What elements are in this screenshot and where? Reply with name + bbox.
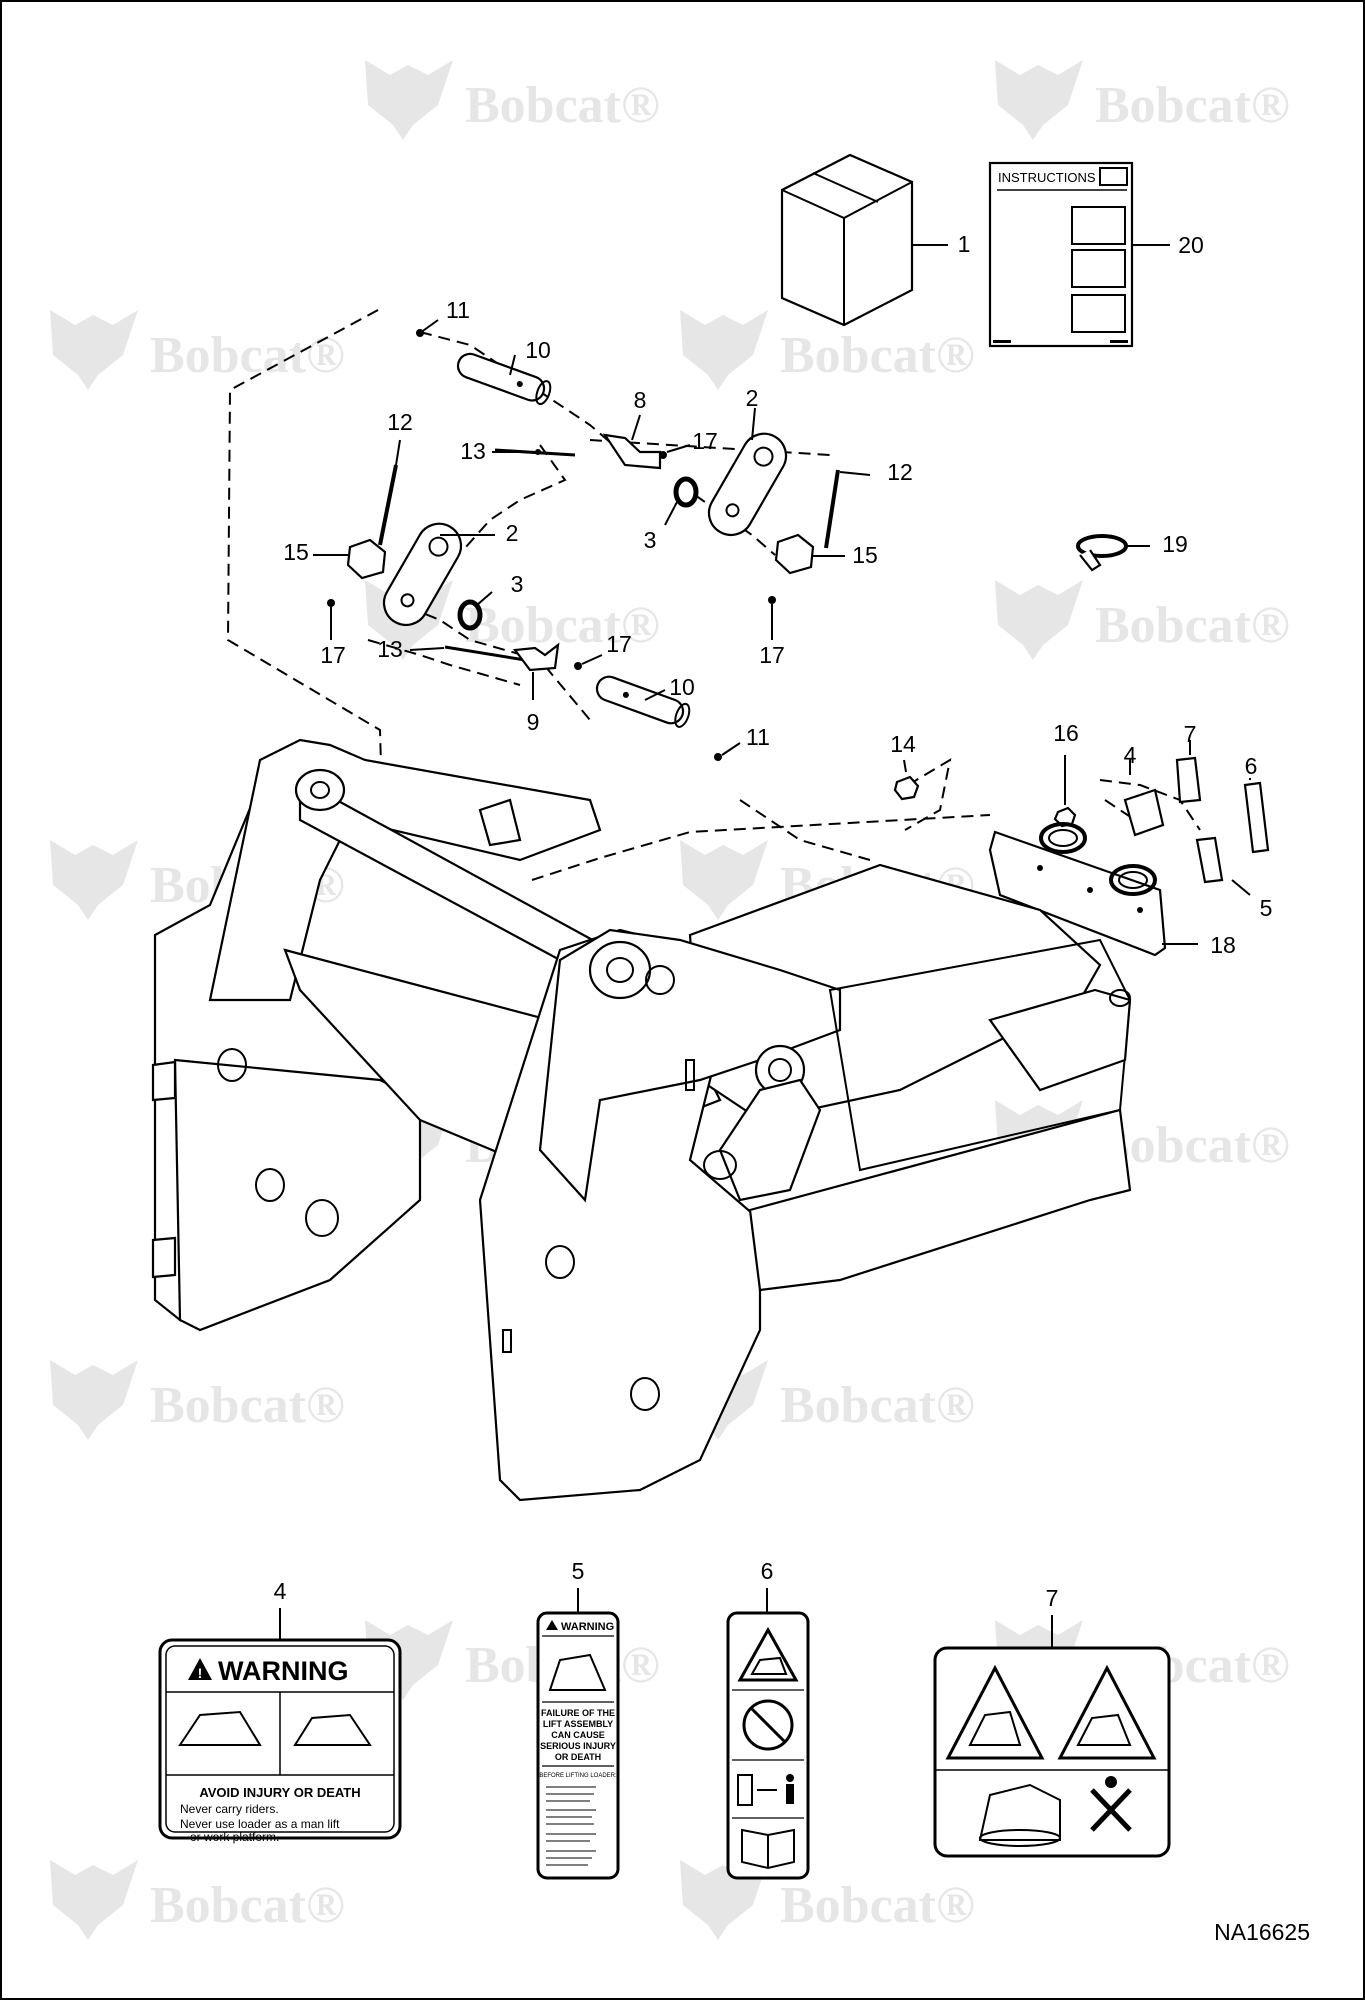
decal-5-line: OR DEATH xyxy=(555,1752,601,1762)
callout-labels: 1 20 11 10 8 17 2 12 13 12 15 2 3 3 15 1… xyxy=(283,231,1272,958)
decal-5-callout: 5 xyxy=(572,1558,585,1584)
decal-5-title: WARNING xyxy=(561,1621,614,1633)
callout-10: 10 xyxy=(669,674,695,700)
callout-17: 17 xyxy=(606,631,632,657)
callout-1: 1 xyxy=(958,231,971,257)
callout-9: 9 xyxy=(527,709,540,735)
callout-18: 18 xyxy=(1210,932,1236,958)
callout-17: 17 xyxy=(759,642,785,668)
decal-4-callout: 4 xyxy=(274,1578,287,1604)
callout-13: 13 xyxy=(377,636,403,662)
watermark-logo: Bobcat® xyxy=(680,310,975,390)
callout-11: 11 xyxy=(746,724,770,750)
watermark-logo: Bobcat® xyxy=(50,1860,345,1940)
callout-17: 17 xyxy=(692,428,718,454)
callout-14: 14 xyxy=(890,731,916,757)
callout-12: 12 xyxy=(887,459,913,485)
callout-3: 3 xyxy=(511,571,524,597)
watermark-text: Bobcat® xyxy=(780,327,975,384)
callout-4: 4 xyxy=(1124,742,1137,768)
decal-5-heading: BEFORE LIFTING LOADER: xyxy=(539,1773,617,1779)
decal-4-subtitle: AVOID INJURY OR DEATH xyxy=(199,1785,360,1800)
watermark-logo: Bobcat® xyxy=(995,60,1290,140)
callout-12: 12 xyxy=(387,409,413,435)
decal-5-line: CAN CAUSE xyxy=(551,1730,605,1740)
watermark-text: Bobcat® xyxy=(465,77,660,134)
decal-4-title: WARNING xyxy=(218,1656,349,1686)
callout-19: 19 xyxy=(1162,531,1188,557)
callout-15: 15 xyxy=(852,542,878,568)
part-20-instructions-sheet: INSTRUCTIONS xyxy=(988,161,1170,348)
decal-5-line: LIFT ASSEMBLY xyxy=(543,1719,613,1729)
callout-13: 13 xyxy=(460,438,486,464)
part-18-lift-plate xyxy=(988,822,1198,957)
watermark-text: Bobcat® xyxy=(465,597,660,654)
part-1-kit-box xyxy=(780,153,948,327)
decal-5-line: SERIOUS INJURY xyxy=(540,1741,616,1751)
decal-7-pictorial: 7 xyxy=(933,1585,1171,1858)
decal-4-bullet: or work platform. xyxy=(190,1830,279,1844)
callout-20: 20 xyxy=(1178,232,1204,258)
callout-8: 8 xyxy=(634,387,647,413)
instructions-label: INSTRUCTIONS xyxy=(998,170,1096,185)
hardware-parts xyxy=(313,319,1150,828)
svg-text:!: ! xyxy=(198,1665,203,1681)
callout-5: 5 xyxy=(1260,895,1273,921)
decal-5-warning: 5 WARNING FAILURE OF THE LIFT ASSEMBLY C… xyxy=(536,1558,620,1880)
decal-4-warning: 4 ! WARNING AVOID INJURY OR DEATH Never … xyxy=(158,1578,402,1844)
watermark-text: Bobcat® xyxy=(150,1877,345,1934)
decal-4-bullet: Never carry riders. xyxy=(180,1802,279,1816)
loader-frame xyxy=(151,738,1132,1502)
callout-6: 6 xyxy=(1245,753,1258,779)
decal-5-line: FAILURE OF THE xyxy=(541,1708,615,1718)
callout-15: 15 xyxy=(283,539,309,565)
watermark-logo: Bobcat® xyxy=(50,310,345,390)
watermark-logo: Bobcat® xyxy=(995,580,1290,660)
watermark-text: Bobcat® xyxy=(780,1377,975,1434)
watermark-text: Bobcat® xyxy=(150,1377,345,1434)
watermark-text: Bobcat® xyxy=(150,327,345,384)
decal-4-bullet: Never use loader as a man lift xyxy=(180,1817,340,1831)
callout-7: 7 xyxy=(1184,721,1197,747)
watermark-logo: Bobcat® xyxy=(50,1360,345,1440)
callout-3: 3 xyxy=(644,527,657,553)
callout-10: 10 xyxy=(525,337,551,363)
callout-2: 2 xyxy=(506,520,519,546)
watermark-text: Bobcat® xyxy=(780,1877,975,1934)
callout-16: 16 xyxy=(1053,720,1079,746)
drawing-id: NA16625 xyxy=(1214,1919,1310,1945)
decal-placement-shapes xyxy=(1123,740,1270,896)
decal-6-callout: 6 xyxy=(761,1558,774,1584)
callout-2: 2 xyxy=(746,385,759,411)
callout-17: 17 xyxy=(320,642,346,668)
decal-7-callout: 7 xyxy=(1046,1585,1059,1611)
watermark-logo: Bobcat® xyxy=(680,1860,975,1940)
decal-6-pictorial: 6 xyxy=(726,1558,810,1880)
callout-11: 11 xyxy=(446,297,470,323)
watermark-text: Bobcat® xyxy=(1095,597,1290,654)
watermark-logo: Bobcat® xyxy=(365,60,660,140)
watermark-text: Bobcat® xyxy=(1095,77,1290,134)
